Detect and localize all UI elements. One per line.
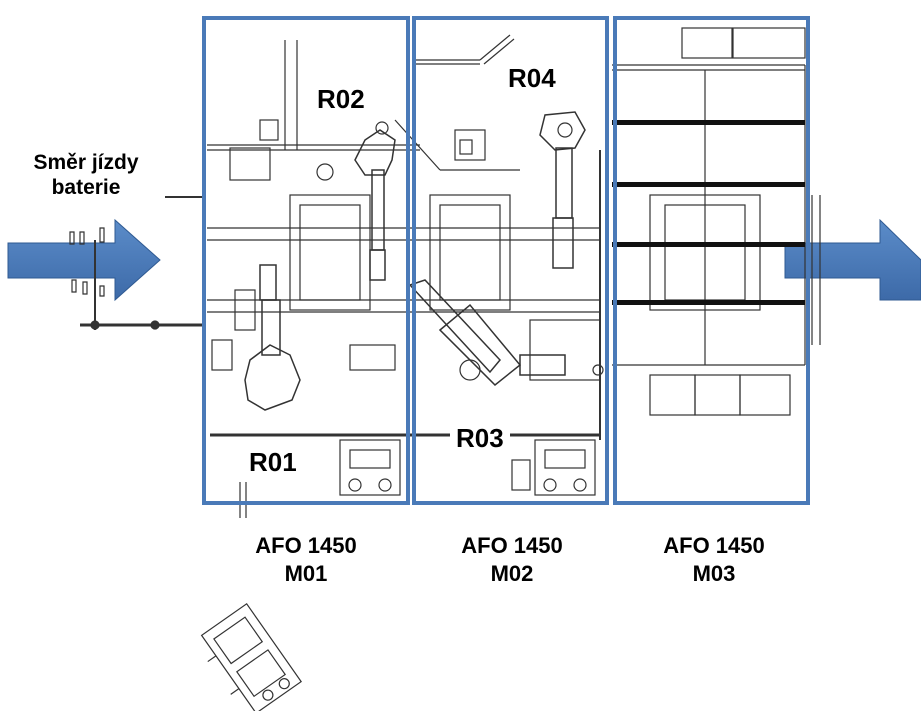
station-name: AFO 1450 — [255, 533, 357, 558]
station-label-m01: AFO 1450 M01 — [226, 532, 386, 587]
robot-label-r04: R04 — [502, 62, 562, 94]
spare-fixture — [200, 602, 302, 711]
m03-beams — [612, 120, 805, 305]
station-name: AFO 1450 — [461, 533, 563, 558]
robot-label-r02: R02 — [311, 83, 371, 115]
station-code: M01 — [284, 560, 328, 586]
robot-label-r03: R03 — [450, 422, 510, 454]
entry-arrow-icon — [7, 218, 161, 302]
station-code: M03 — [692, 560, 736, 586]
robot-label-r01: R01 — [243, 446, 303, 478]
station-label-m03: AFO 1450 M03 — [634, 532, 794, 587]
station-frame-m02 — [412, 16, 609, 505]
direction-label: Směr jízdy baterie — [16, 150, 156, 200]
station-name: AFO 1450 — [663, 533, 765, 558]
r01-stub — [239, 482, 247, 518]
station-label-m02: AFO 1450 M02 — [432, 532, 592, 587]
machine-drawing — [69, 27, 821, 496]
exit-arrow-icon — [784, 218, 921, 301]
station-frame-m01 — [202, 16, 410, 505]
station-code: M02 — [490, 560, 534, 586]
station-frame-m03 — [613, 16, 810, 505]
direction-label-line1: Směr jízdy — [33, 151, 139, 174]
direction-label-line2: baterie — [51, 176, 121, 200]
